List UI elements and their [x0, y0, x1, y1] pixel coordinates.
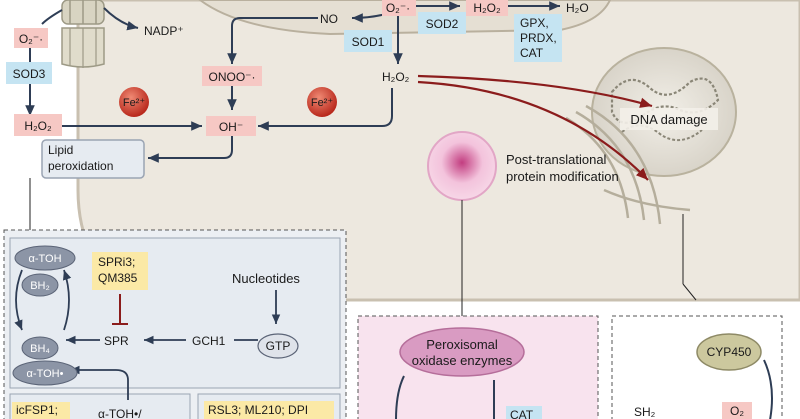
ptm-line2: protein modification — [506, 169, 619, 184]
sod2-chip: SOD2 — [418, 12, 466, 34]
a-toh-radical-label: α-TOH• — [27, 368, 64, 380]
rsl3-chip: RSL3; ML210; DPI — [204, 401, 334, 419]
no-label: NO — [320, 12, 338, 26]
fe-mid-atom: Fe²⁺ — [307, 87, 337, 117]
fe-mid-label: Fe²⁺ — [311, 97, 334, 109]
fe-left-label: Fe²⁺ — [123, 97, 146, 109]
o2-left-label: O₂⁻· — [19, 32, 43, 46]
fe-left-atom: Fe²⁺ — [119, 87, 149, 117]
h2o2-mid-label: H₂O₂ — [382, 70, 410, 84]
icfsp1-chip: icFSP1; — [12, 402, 70, 419]
bh2-label: BH₂ — [30, 280, 50, 292]
spr-label: SPR — [104, 334, 129, 348]
ptm-chip: Post-translational protein modification — [506, 152, 619, 184]
peroxisomal-oxidase-oval: Peroxisomal oxidase enzymes — [399, 327, 525, 377]
ros-damage-arrows — [417, 74, 653, 181]
lipid-perox-line1: Lipid — [48, 143, 73, 157]
lipid-peroxidation-box: Lipid peroxidation — [41, 139, 145, 179]
sod1-label: SOD1 — [352, 35, 385, 49]
sod3-chip: SOD3 — [6, 62, 52, 84]
o2-left-chip: O₂⁻· — [14, 28, 48, 48]
dna-damage-label: DNA damage — [630, 112, 707, 127]
bh4-oval: BH₄ — [21, 336, 59, 360]
sod1-chip: SOD1 — [344, 30, 392, 52]
bh4-label: BH₄ — [30, 343, 50, 355]
gtp-label: GTP — [266, 339, 291, 353]
h2o2-left-chip: H₂O₂ — [14, 114, 62, 136]
o2-top-label: O₂⁻· — [386, 1, 410, 15]
prdx-label: PRDX, — [520, 31, 557, 45]
gpx-prdx-cat-chip: GPX, PRDX, CAT — [514, 14, 562, 62]
cat-label: CAT — [520, 46, 544, 60]
cat-peroxisome-label: CAT — [510, 408, 534, 419]
peroxisome-organelle — [427, 131, 497, 201]
lipid-panel-arrows — [14, 269, 281, 400]
oh-chip: OH⁻ — [206, 116, 256, 136]
icfsp1-label: icFSP1; — [16, 403, 58, 417]
spri3-label: SPRi3; — [98, 255, 135, 269]
rsl3-label: RSL3; ML210; DPI — [208, 403, 308, 417]
membrane-transporter — [61, 0, 105, 68]
onoo-label: ONOO⁻· — [209, 70, 256, 84]
cat-peroxisome-chip: CAT — [506, 406, 542, 419]
sod3-label: SOD3 — [13, 67, 46, 81]
gpx-label: GPX, — [520, 16, 549, 30]
h2o-label: H₂O — [566, 1, 589, 15]
a-toh-label: α-TOH — [28, 253, 61, 265]
o2-top-chip: O₂⁻· — [382, 0, 416, 16]
a-toh-radical-oval: α-TOH• — [12, 360, 78, 386]
nucleotides-label: Nucleotides — [232, 271, 300, 286]
cyp450-panel — [611, 315, 783, 419]
onoo-chip: ONOO⁻· — [202, 66, 262, 86]
h2o2-top-label: H₂O₂ — [473, 1, 501, 15]
dna-damage-chip: DNA damage — [620, 108, 718, 130]
peroxisomal-line2: oxidase enzymes — [412, 353, 513, 368]
sod2-label: SOD2 — [426, 17, 459, 31]
h2o2-left-label: H₂O₂ — [24, 119, 52, 133]
spr-inhibitor-chip: SPRi3; QM385 — [92, 252, 148, 290]
peroxisomal-line1: Peroxisomal — [426, 337, 498, 352]
gch1-label: GCH1 — [192, 334, 226, 348]
o2-right-label: O₂ — [730, 404, 744, 418]
gtp-oval: GTP — [257, 333, 299, 359]
lipid-perox-line2: peroxidation — [48, 159, 113, 173]
sh2-label: SH₂ — [634, 405, 656, 419]
nadp-label: NADP⁺ — [144, 24, 184, 38]
cyp450-oval: CYP450 — [696, 333, 762, 371]
spr-inhibition — [112, 294, 128, 325]
a-toh-oval: α-TOH — [14, 245, 76, 271]
ptm-line1: Post-translational — [506, 152, 607, 167]
a-toh-partial-label: α-TOH•/ — [98, 407, 142, 419]
qm385-label: QM385 — [98, 271, 138, 285]
o2-right-chip: O₂ — [722, 402, 752, 419]
h2o2-top-chip: H₂O₂ — [466, 0, 508, 16]
bh2-oval: BH₂ — [21, 273, 59, 297]
oh-label: OH⁻ — [219, 120, 243, 134]
cyp450-label: CYP450 — [707, 345, 752, 359]
